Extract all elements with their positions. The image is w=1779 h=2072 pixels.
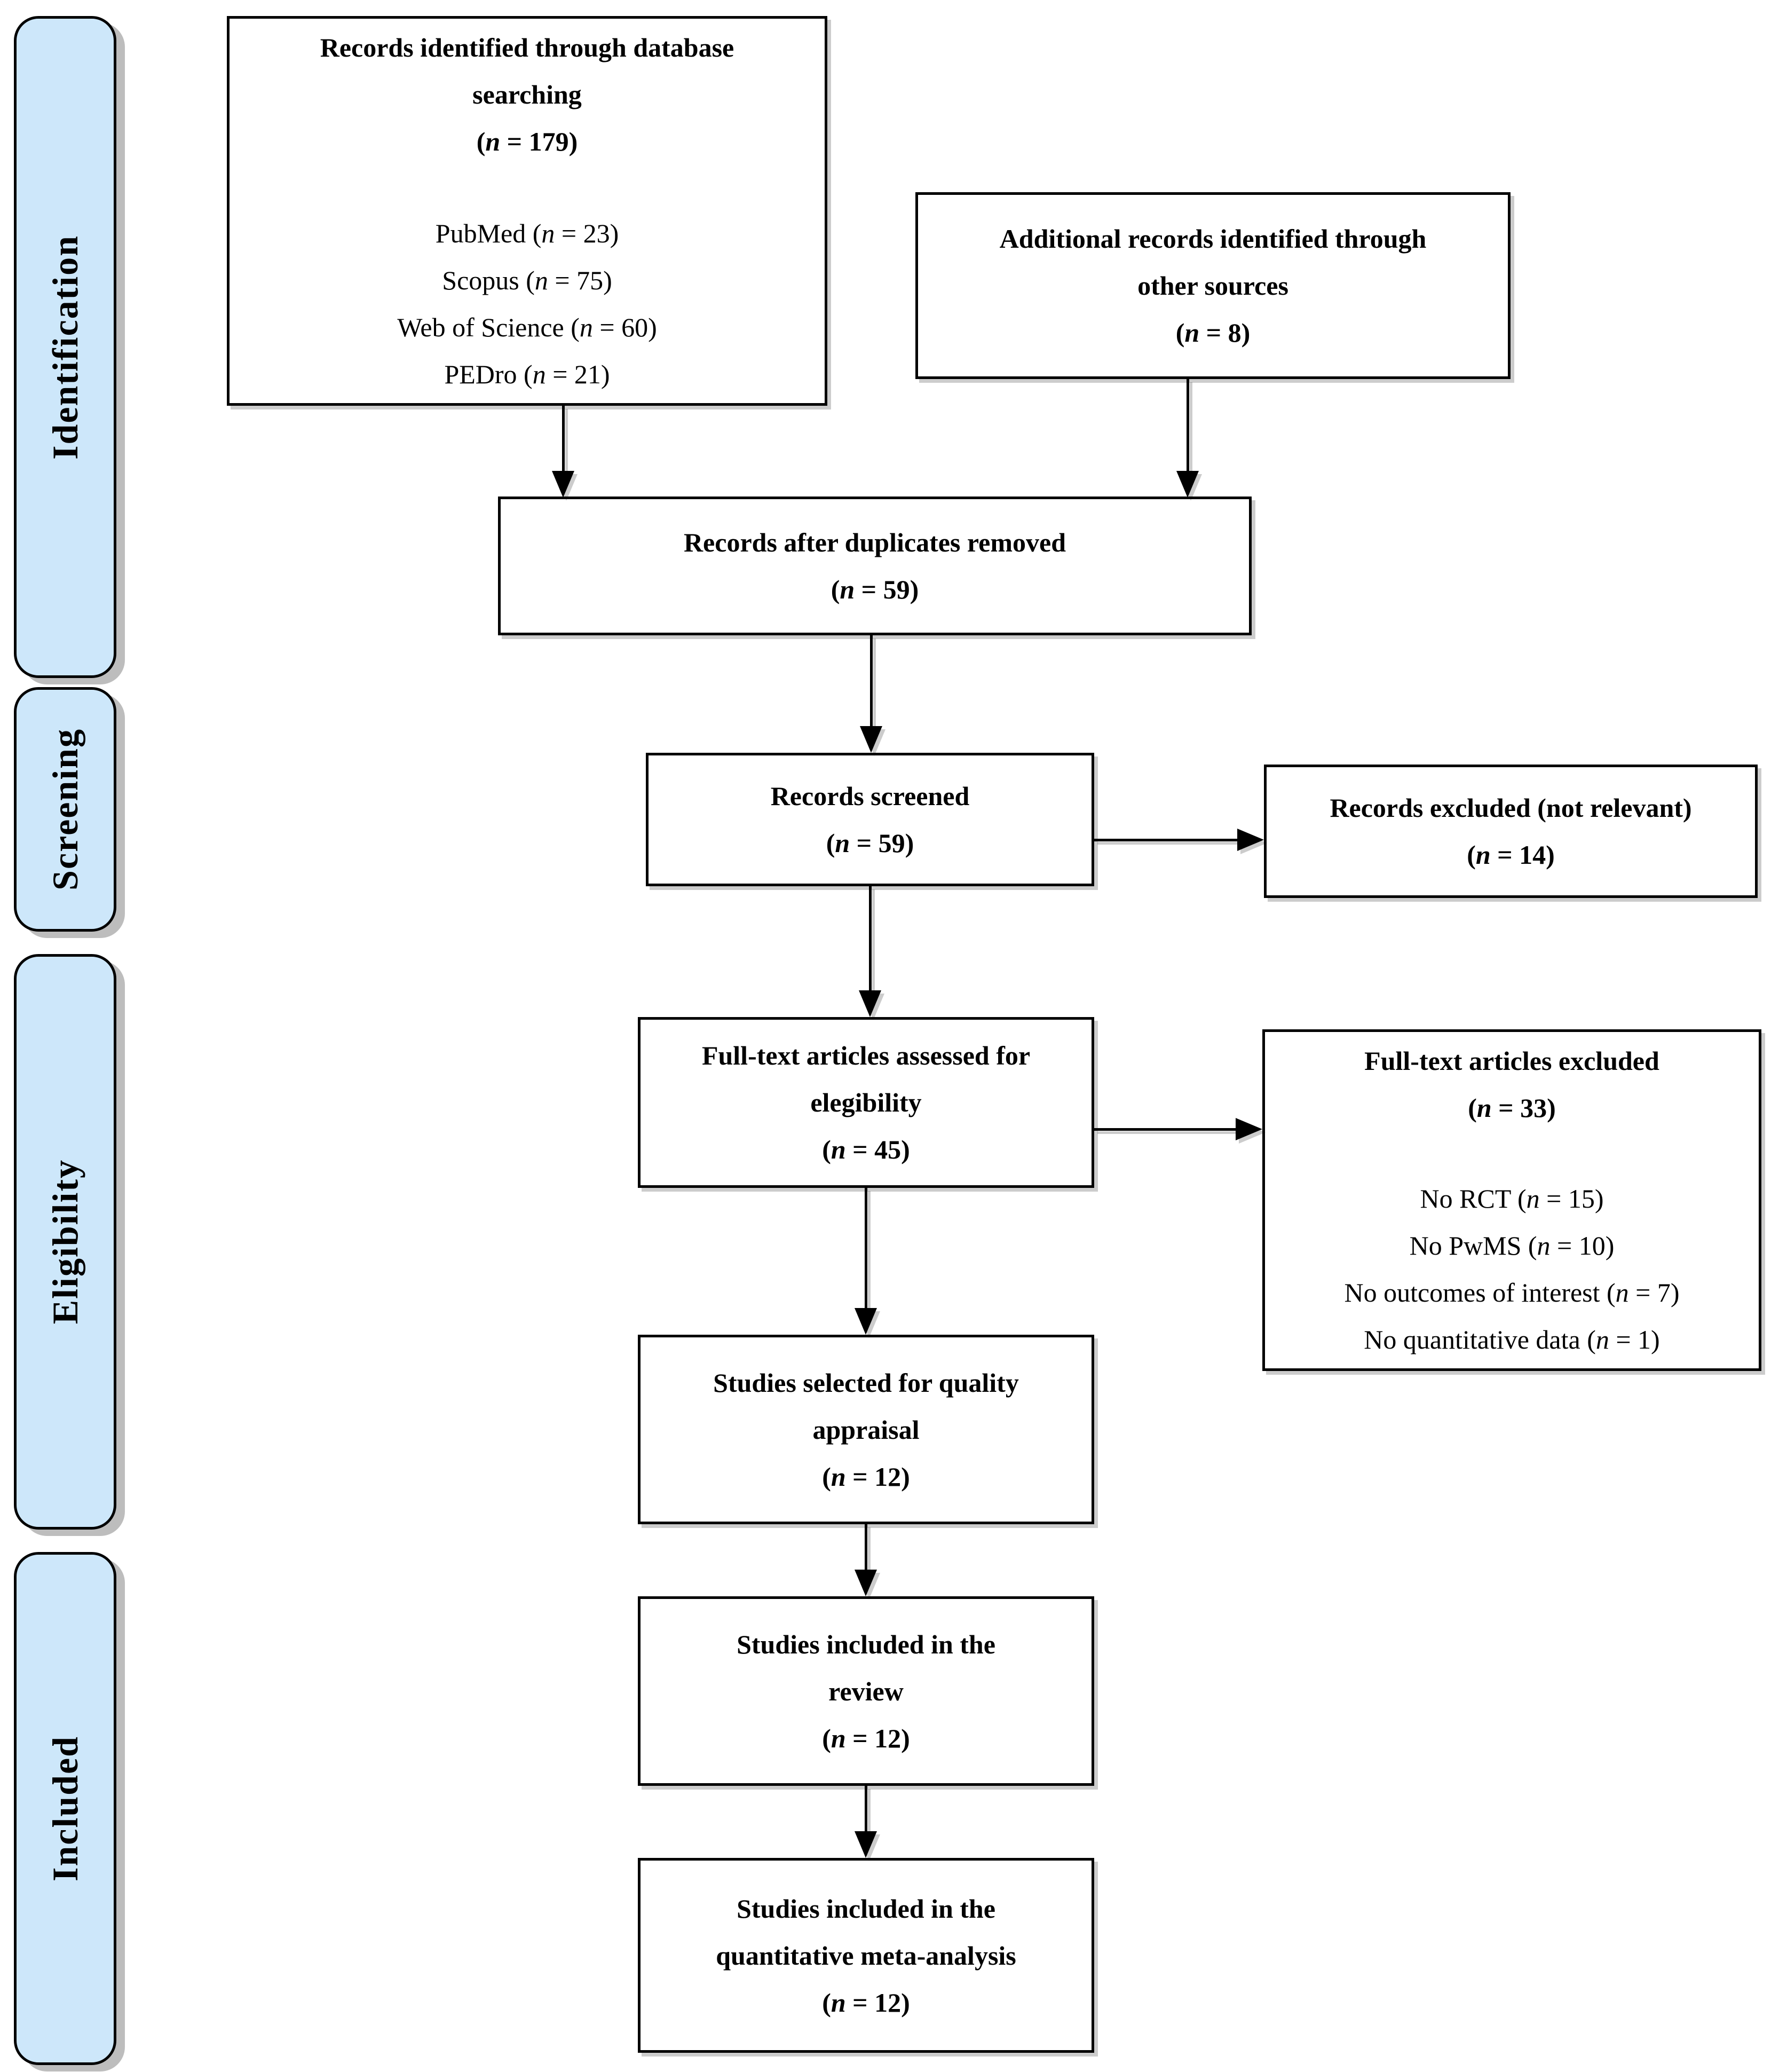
box-records-excluded: Records excluded (not relevant) (n = 14) <box>1264 765 1758 898</box>
arrowhead-down-icon <box>552 471 574 498</box>
source-web-of-science: Web of Science (n = 60) <box>397 312 657 342</box>
box-count-line: (n = 14) <box>1467 840 1555 870</box>
source-pubmed: PubMed (n = 23) <box>435 218 619 248</box>
box-title-line: review <box>828 1676 904 1706</box>
box-title-line: appraisal <box>812 1414 920 1445</box>
box-count-line: (n = 179) <box>476 127 578 156</box>
box-included-review: Studies included in the review (n = 12) <box>638 1596 1094 1786</box>
box-count-line: (n = 45) <box>822 1135 910 1164</box>
box-title-line: elegibility <box>810 1088 922 1117</box>
source-pedro: PEDro (n = 21) <box>444 359 610 389</box>
reason-no-rct: No RCT (n = 15) <box>1420 1184 1604 1214</box>
box-title-line: Full-text articles assessed for <box>701 1041 1031 1070</box>
stage-included: Included <box>14 1552 116 2065</box>
arrow-shaft <box>1094 1128 1237 1131</box>
stage-eligibility: Eligibility <box>14 954 116 1530</box>
box-count-line: (n = 12) <box>822 1461 910 1492</box>
box-count-line: (n = 8) <box>1175 318 1251 348</box>
arrow-shaft <box>562 406 565 471</box>
box-fulltext-excluded: Full-text articles excluded (n = 33) No … <box>1262 1029 1761 1371</box>
box-fulltext-assessed: Full-text articles assessed for elegibil… <box>638 1017 1094 1188</box>
box-title-line: Full-text articles excluded <box>1364 1046 1659 1076</box>
box-count-line: (n = 59) <box>831 574 919 604</box>
arrowhead-right-icon <box>1236 1118 1262 1140</box>
reason-no-outcomes: No outcomes of interest (n = 7) <box>1344 1278 1680 1307</box>
box-title-line: quantitative meta-analysis <box>716 1940 1016 1971</box>
arrow-shaft <box>1094 839 1238 841</box>
box-title-line: Records after duplicates removed <box>683 527 1066 557</box>
box-quality-appraisal: Studies selected for quality appraisal (… <box>638 1335 1094 1524</box>
arrow-shaft <box>870 635 873 726</box>
box-duplicates-removed: Records after duplicates removed (n = 59… <box>498 497 1252 635</box>
box-title-line: Records identified through database <box>320 33 734 62</box>
box-title-line: searching <box>472 80 582 109</box>
arrowhead-down-icon <box>1176 471 1199 498</box>
stage-identification: Identification <box>14 16 116 678</box>
box-count-line: (n = 12) <box>822 1987 910 2018</box>
source-scopus: Scopus (n = 75) <box>442 265 612 295</box>
box-count-line: (n = 12) <box>822 1723 910 1753</box>
box-title-line: Additional records identified through <box>999 224 1427 254</box>
box-title-line: Studies selected for quality <box>713 1367 1019 1398</box>
box-title-line: other sources <box>1137 271 1288 301</box>
reason-no-pwms: No PwMS (n = 10) <box>1409 1231 1615 1260</box>
arrowhead-down-icon <box>859 990 881 1017</box>
box-title-line: Studies included in the <box>737 1629 995 1659</box>
arrowhead-down-icon <box>860 726 882 753</box>
stage-screening: Screening <box>14 687 116 932</box>
box-count-line: (n = 59) <box>826 828 914 858</box>
reason-no-quantitative-data: No quantitative data (n = 1) <box>1364 1325 1660 1354</box>
box-records-screened: Records screened (n = 59) <box>646 753 1094 886</box>
box-title-line: Records screened <box>770 781 970 811</box>
box-additional-records: Additional records identified through ot… <box>915 192 1511 379</box>
arrow-shaft <box>865 1786 867 1831</box>
arrowhead-down-icon <box>855 1308 877 1335</box>
arrowhead-right-icon <box>1237 829 1264 851</box>
arrow-shaft <box>865 1188 867 1308</box>
arrow-shaft <box>869 886 872 990</box>
arrow-shaft <box>1187 379 1189 471</box>
box-included-meta-analysis: Studies included in the quantitative met… <box>638 1858 1094 2053</box>
arrowhead-down-icon <box>855 1570 877 1596</box>
box-title-line: Studies included in the <box>737 1893 995 1924</box>
box-title-line: Records excluded (not relevant) <box>1330 793 1692 823</box>
box-records-identified: Records identified through database sear… <box>227 16 827 406</box>
box-count-line: (n = 33) <box>1468 1093 1556 1123</box>
arrow-shaft <box>865 1524 867 1570</box>
arrowhead-down-icon <box>855 1831 877 1858</box>
